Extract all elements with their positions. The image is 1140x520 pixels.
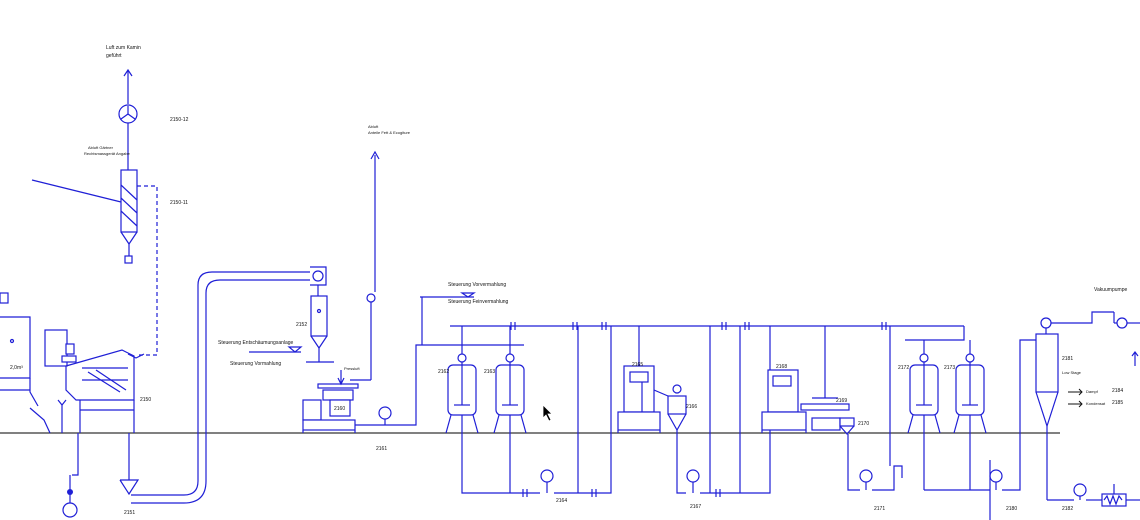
pump-icon [378, 406, 392, 420]
exhaust-label-line2: geführt [106, 53, 122, 59]
legend-condensate-label: Kondensat [1086, 401, 1106, 406]
low-stage-label: Low Stage [1062, 370, 1081, 375]
evaporator-2181 [1035, 311, 1114, 500]
pump-icon [859, 469, 873, 483]
signal-marker [287, 346, 303, 353]
legend-steam-label: Dampf [1086, 389, 1098, 394]
tag-2164: 2164 [556, 498, 568, 504]
tag-2162: 2162 [438, 369, 450, 375]
pressluft-label: Pressluft [344, 366, 360, 371]
machine-2165 [617, 326, 661, 433]
header-valves [510, 322, 887, 330]
hopper-2170 [839, 417, 855, 470]
leader-line [31, 179, 122, 203]
valve-icon [67, 489, 73, 495]
tag-2160: 2160 [334, 406, 346, 412]
tag-2171: 2171 [874, 506, 886, 512]
tag-2181: 2181 [1062, 356, 1074, 362]
unit-2160 [302, 370, 359, 433]
tag-2150-12: 2150-12 [170, 117, 189, 123]
exhaust-right-line2: Anteile Fett & Ecogiture [368, 130, 411, 135]
pump-icon [1073, 483, 1087, 497]
vacuum-pump-label: Vakuumpumpe [1094, 287, 1128, 293]
cursor-arrow-icon [542, 404, 553, 422]
exhaust-label-line1: Luft zum Kamin [106, 45, 141, 51]
pump-icon [62, 502, 78, 518]
tag-2169: 2169 [836, 398, 848, 404]
tag-2182: 2182 [1062, 506, 1074, 512]
filter-2150-11 [120, 169, 138, 264]
tag-2170: 2170 [858, 421, 870, 427]
pump-icon [989, 469, 1003, 483]
tag-2166: 2166 [686, 404, 698, 410]
pneumatic-conveyor-pipe [119, 266, 327, 504]
tag-2165: 2165 [632, 362, 644, 368]
exhaust-fan-2150-12 [118, 68, 138, 124]
product-line [378, 344, 450, 426]
volume-label: 2,0m³ [10, 365, 23, 371]
dashed-exhaust-line [136, 185, 158, 356]
lower-loop-a [461, 463, 540, 494]
lower-loop-b [676, 470, 686, 494]
legend-arrows [1068, 388, 1083, 408]
exhaust-right-line1: Abluft [368, 124, 379, 129]
tag-2150: 2150 [140, 397, 152, 403]
filter-note-line2: Rechtsmassgerät Angabe [84, 151, 130, 156]
vessel-2173 [953, 340, 987, 434]
vessel-2162 [445, 326, 479, 434]
control-premill-left-label: Steuerung Vormahlung [230, 361, 282, 367]
tag-2168: 2168 [776, 364, 788, 370]
signal-marker [460, 292, 476, 298]
vessel-2172 [907, 340, 941, 434]
cyclone-2152 [306, 285, 334, 363]
filter-note-line1: Abluft Gärtner [88, 145, 113, 150]
control-deodor-label: Steuerung Entschäumungsanlage [218, 340, 294, 346]
tag-2180: 2180 [1006, 506, 1018, 512]
tag-2161: 2161 [376, 446, 388, 452]
legend-condensate-id: 2185 [1112, 400, 1124, 406]
control-finemill-label: Steuerung Feinvermahlung [448, 299, 509, 305]
hopper-left [0, 292, 39, 407]
tag-2152: 2152 [296, 322, 308, 328]
machine-2168 [761, 326, 850, 433]
tag-2172: 2172 [898, 365, 910, 371]
vacuum-pump [1113, 312, 1140, 366]
pump-icon [540, 469, 554, 483]
heat-exchanger-2182 [1101, 484, 1140, 507]
tag-2173: 2173 [944, 365, 956, 371]
tag-2151: 2151 [124, 510, 136, 516]
mill-unit-2150 [29, 329, 145, 434]
legend-steam-id: 2184 [1112, 388, 1124, 394]
pipe-left-pump [72, 433, 79, 476]
tag-2163: 2163 [484, 369, 496, 375]
hopper-2166 [653, 384, 687, 470]
lower-loop-c [847, 470, 860, 491]
control-premill-label: Steuerung Vorvermahlung [448, 282, 507, 288]
tag-2150-11: 2150-11 [170, 200, 188, 206]
tag-2167: 2167 [690, 504, 702, 510]
pump-icon [686, 469, 700, 483]
exhaust-line-right [350, 150, 380, 381]
